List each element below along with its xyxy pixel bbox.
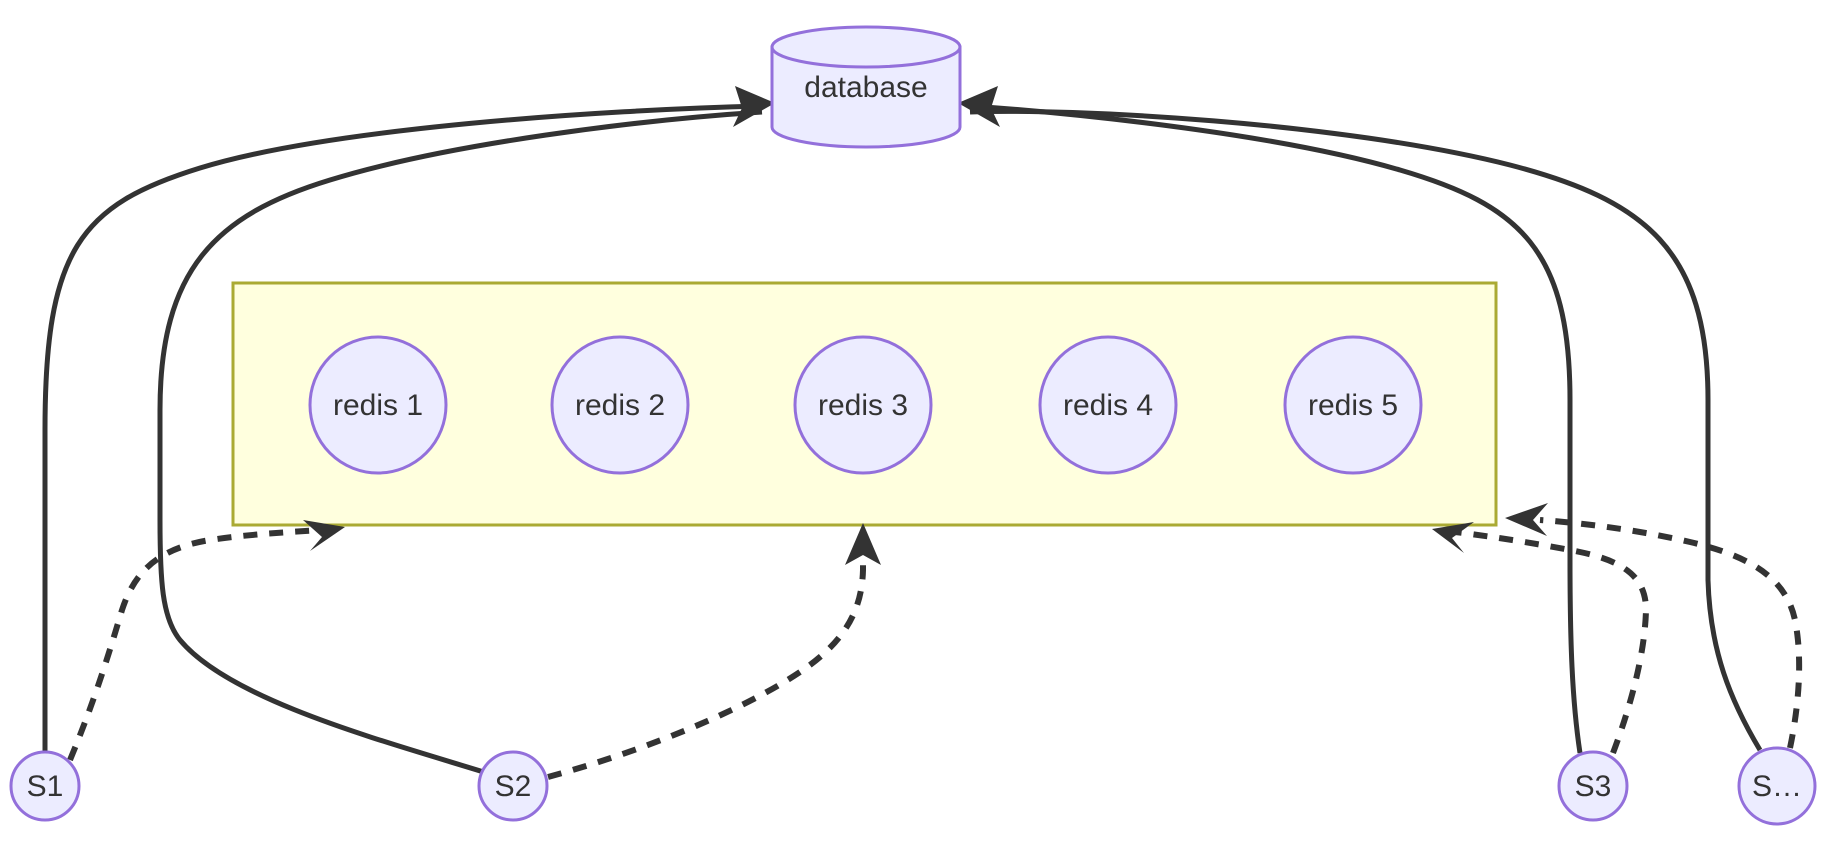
s3-label: S3 [1575, 770, 1612, 803]
sn-circle[interactable] [1737, 746, 1817, 826]
database-cylinder-top [770, 25, 962, 69]
redis-1-circle[interactable] [308, 335, 448, 475]
edge-s3-to-cluster[interactable] [1454, 529, 1650, 755]
s2-circle[interactable] [477, 750, 549, 822]
node-redis-1[interactable]: redis 1 [308, 335, 448, 475]
node-s1[interactable]: S1 [9, 750, 81, 822]
node-sn[interactable]: S… [1737, 746, 1817, 826]
s2-label: S2 [495, 770, 532, 803]
edge-s2-to-cluster[interactable] [547, 548, 866, 780]
edge-sn-to-cluster[interactable] [1539, 517, 1803, 749]
redis-5-circle[interactable] [1283, 335, 1423, 475]
database-label: database [804, 71, 927, 104]
edge-s1-to-database[interactable] [42, 103, 763, 752]
redis-2-label: redis 2 [575, 389, 665, 422]
database-cylinder-body[interactable] [770, 45, 962, 149]
arrowhead-database-left [733, 86, 775, 127]
node-redis-3[interactable]: redis 3 [793, 335, 933, 475]
arrowhead-cluster-from-s2 [845, 523, 881, 565]
edge-sn-to-database[interactable] [969, 108, 1763, 752]
s3-circle[interactable] [1557, 750, 1629, 822]
node-s3[interactable]: S3 [1557, 750, 1629, 822]
node-s2[interactable]: S2 [477, 750, 549, 822]
redis-4-label: redis 4 [1063, 389, 1153, 422]
edge-s1-to-cluster[interactable] [67, 527, 323, 762]
edge-group-dotted [67, 503, 1803, 780]
sn-label: S… [1752, 770, 1802, 803]
arrowhead-database-right [958, 86, 1000, 127]
arrowhead-cluster-from-sn [1505, 503, 1548, 536]
redis-2-circle[interactable] [550, 335, 690, 475]
node-redis-5[interactable]: redis 5 [1283, 335, 1423, 475]
redis-1-label: redis 1 [333, 389, 423, 422]
s1-label: S1 [27, 770, 64, 803]
edge-s2-to-database[interactable] [157, 109, 763, 776]
node-database[interactable]: database [770, 25, 962, 149]
edge-group-solid [42, 86, 1763, 776]
redis-nodes-group: redis 1 redis 2 redis 3 redis 4 redis 5 [308, 335, 1423, 475]
redis-3-label: redis 3 [818, 389, 908, 422]
redis-5-label: redis 5 [1308, 389, 1398, 422]
redis-3-circle[interactable] [793, 335, 933, 475]
arrowhead-cluster-from-s3 [1432, 522, 1474, 553]
node-redis-4[interactable]: redis 4 [1038, 335, 1178, 475]
arrowhead-cluster-from-s1 [303, 520, 345, 551]
s1-circle[interactable] [9, 750, 81, 822]
node-redis-2[interactable]: redis 2 [550, 335, 690, 475]
service-nodes-group: S1 S2 S3 S… [9, 746, 1817, 826]
edge-s3-to-database[interactable] [969, 103, 1583, 754]
redis-4-circle[interactable] [1038, 335, 1178, 475]
